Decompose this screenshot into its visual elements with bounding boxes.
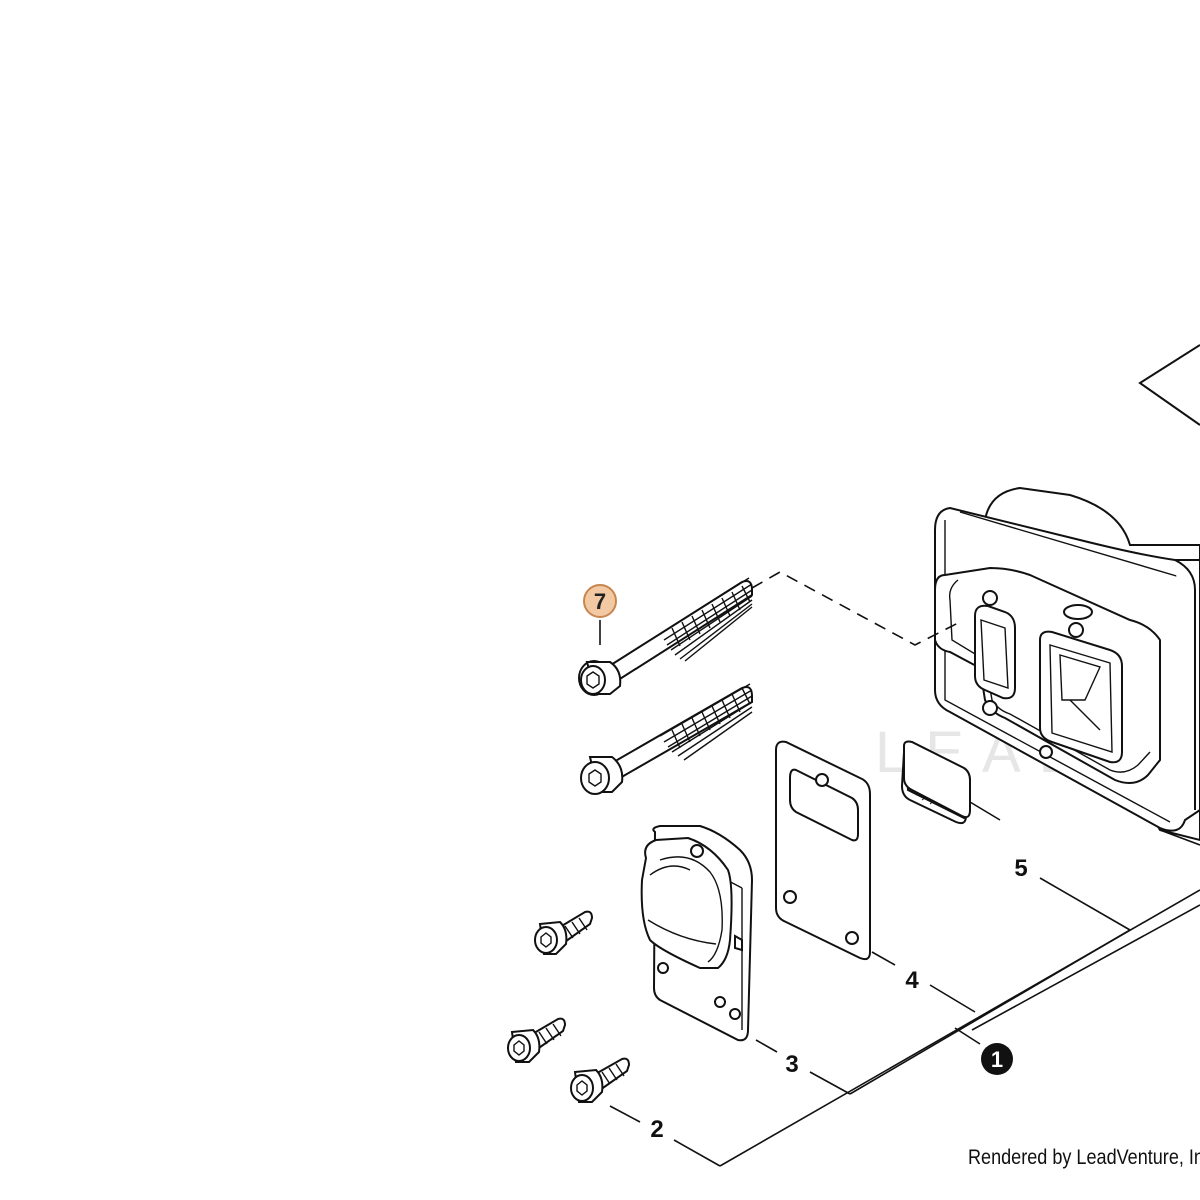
long-bolt-upper[interactable] (578, 577, 753, 696)
callout-2-label: 2 (650, 1116, 663, 1143)
screw-middle[interactable] (507, 1017, 567, 1063)
screw-top[interactable] (534, 910, 594, 955)
spark-arrestor-cover[interactable] (640, 825, 754, 1042)
callout-3[interactable]: 3 (785, 1051, 798, 1078)
spark-screen[interactable] (900, 740, 972, 825)
callout-1-label: 1 (991, 1047, 1003, 1072)
callout-2[interactable]: 2 (650, 1116, 663, 1143)
callout-5[interactable]: 5 (1014, 855, 1027, 882)
callout-4-label: 4 (905, 967, 919, 994)
callout-1[interactable]: 1 (981, 1043, 1013, 1075)
callout-7[interactable]: 7 (583, 584, 617, 618)
callout-3-label: 3 (785, 1051, 798, 1078)
muffler-cover-plate[interactable] (1138, 344, 1200, 426)
gasket[interactable] (775, 740, 871, 961)
callout-5-label: 5 (1014, 855, 1027, 882)
long-bolt-lower[interactable] (580, 683, 753, 795)
callout-7-label: 7 (594, 589, 606, 614)
muffler-body[interactable] (934, 486, 1200, 842)
callout-4[interactable]: 4 (905, 967, 919, 994)
screw-bottom[interactable] (570, 1057, 631, 1103)
render-credit: Rendered by LeadVenture, Inc. (968, 1146, 1200, 1169)
